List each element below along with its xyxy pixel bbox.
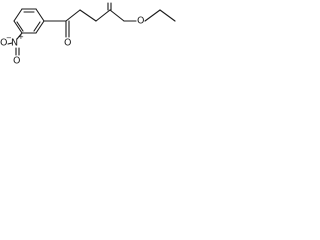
nitro-oxygen-left-atom: O [0, 38, 7, 49]
benzene-ring [13, 8, 45, 34]
chemical-structure: N + O − O O O O [0, 0, 176, 67]
ester-carbonyl-oxygen-atom: O [105, 0, 112, 3]
ester-group: O O [105, 0, 176, 27]
nitro-oxygen-bottom-atom: O [13, 56, 20, 67]
nitro-positive-charge: + [18, 33, 24, 41]
ketone-group: O [43, 20, 71, 49]
ketone-oxygen-atom: O [64, 38, 71, 49]
nitro-nitrogen-atom: N [11, 38, 18, 49]
nitro-group: N + O − O [0, 32, 24, 67]
ester-ether-oxygen-atom: O [137, 16, 144, 27]
nitro-negative-charge: − [6, 34, 12, 42]
alkyl-chain [65, 9, 111, 22]
